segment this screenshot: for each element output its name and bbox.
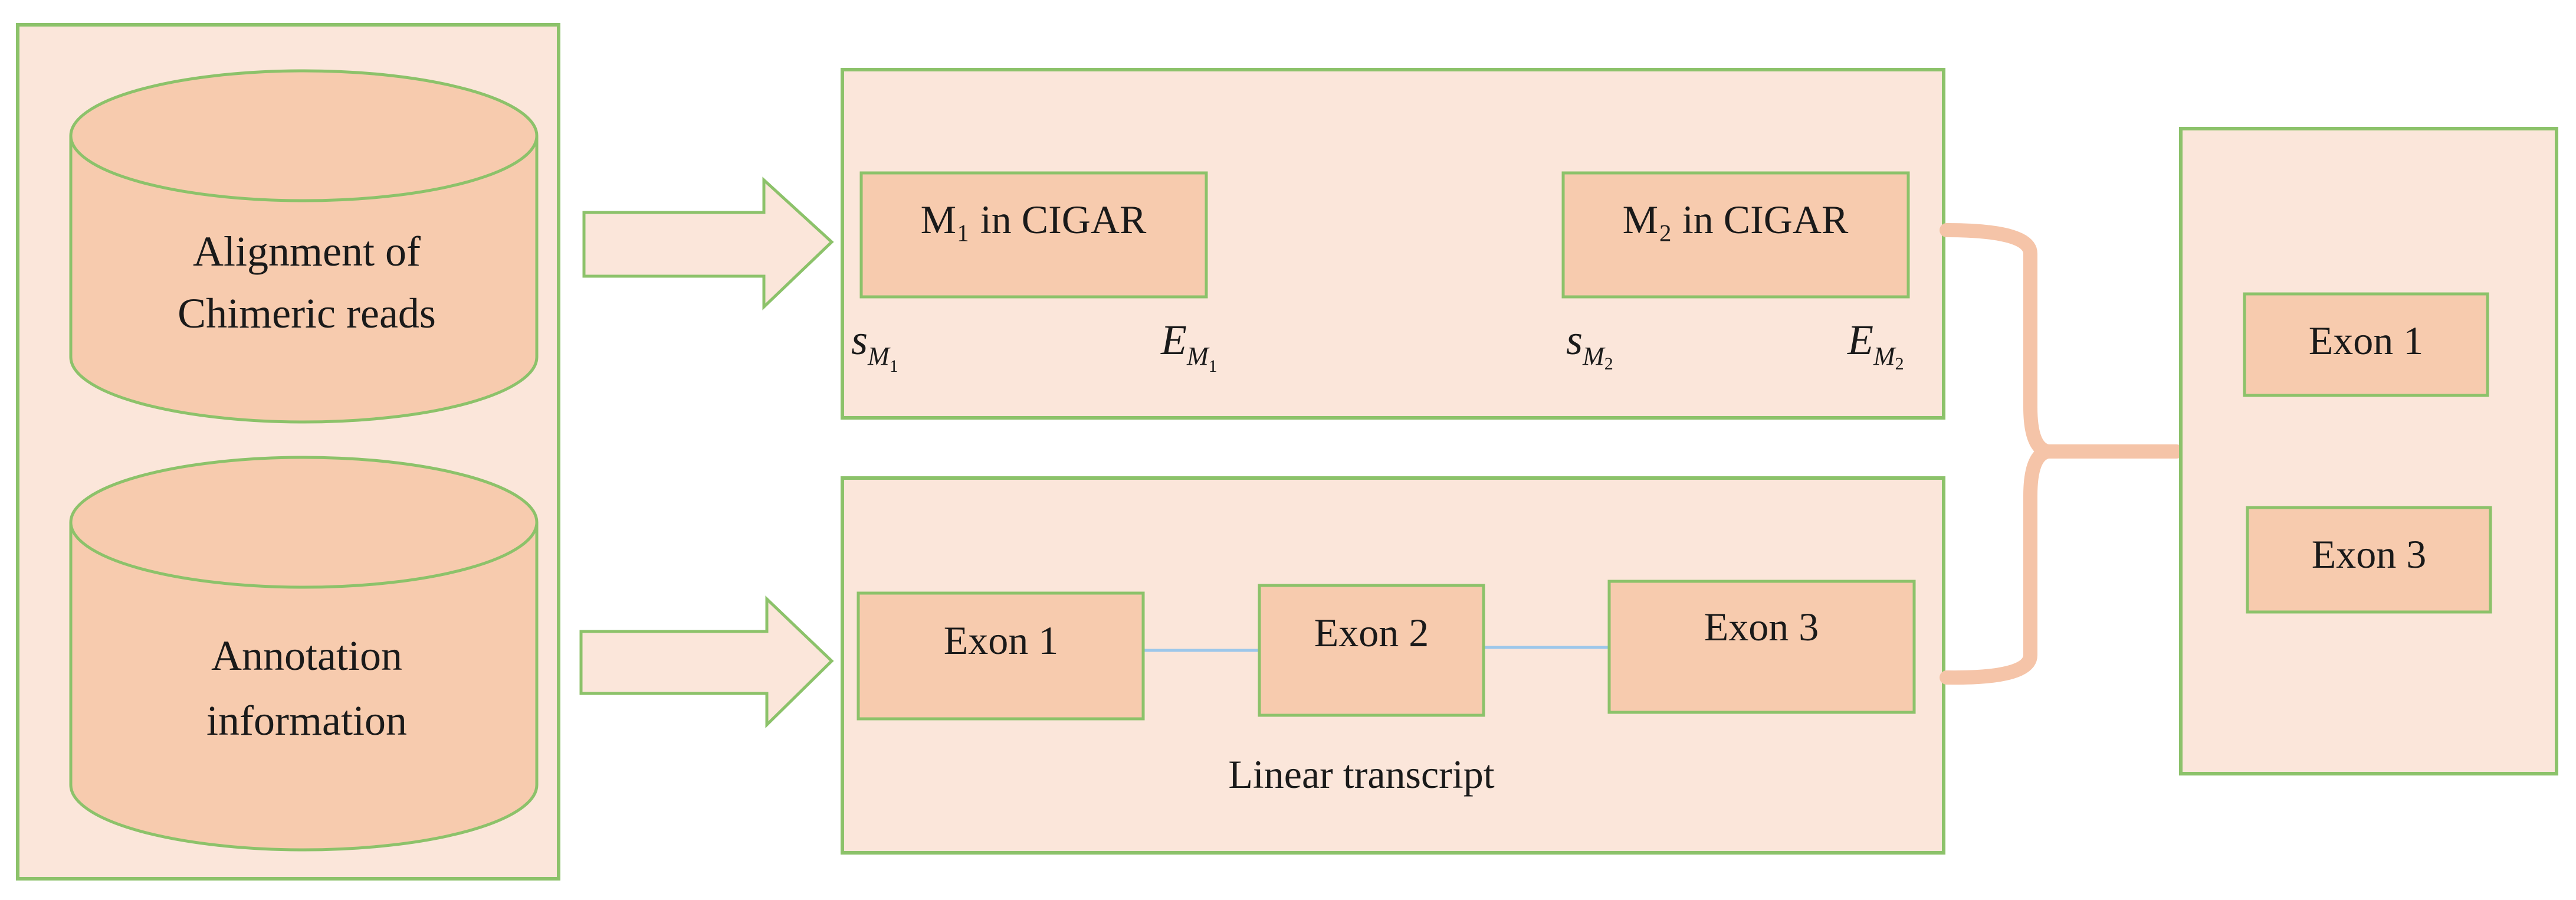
e-m2-label: EM2 bbox=[1847, 316, 1904, 374]
annotation-label-line1: Annotation bbox=[211, 632, 402, 679]
exon1-label: Exon 1 bbox=[944, 618, 1059, 663]
m2-cigar-box bbox=[1561, 171, 1910, 299]
s-m1-label: sM1 bbox=[851, 316, 898, 376]
annotation-label-line2: information bbox=[206, 697, 407, 744]
alignment-database-cylinder bbox=[69, 69, 539, 424]
merge-brace bbox=[1940, 223, 2184, 685]
m2-cigar-label: M₂ in CIGAR bbox=[1623, 197, 1849, 242]
e-m1-label: EM1 bbox=[1160, 316, 1218, 376]
alignment-label-line2: Chimeric reads bbox=[178, 290, 436, 337]
exon2-box bbox=[1258, 584, 1485, 717]
result-exon-a-box bbox=[2243, 292, 2489, 397]
arrow-to-transcript-panel bbox=[579, 595, 834, 728]
annotation-database-cylinder bbox=[69, 456, 539, 852]
s-m2-label: sM2 bbox=[1566, 316, 1613, 374]
result-exon-b-box bbox=[2246, 506, 2492, 614]
alignment-label-line1: Alignment of bbox=[193, 228, 421, 275]
result-panel bbox=[2179, 127, 2558, 775]
exon2-label: Exon 2 bbox=[1314, 610, 1429, 655]
result-exon-b-label: Exon 3 bbox=[2312, 532, 2427, 577]
m1-cigar-label: M₁ in CIGAR bbox=[921, 197, 1147, 242]
exon3-box bbox=[1607, 580, 1916, 714]
exon1-box bbox=[857, 591, 1145, 721]
arrow-to-cigar-panel bbox=[582, 176, 834, 310]
linear-transcript-caption: Linear transcript bbox=[1228, 752, 1494, 797]
m1-cigar-box bbox=[859, 171, 1208, 299]
exon3-label: Exon 3 bbox=[1704, 604, 1819, 649]
result-exon-a-label: Exon 1 bbox=[2309, 318, 2424, 363]
